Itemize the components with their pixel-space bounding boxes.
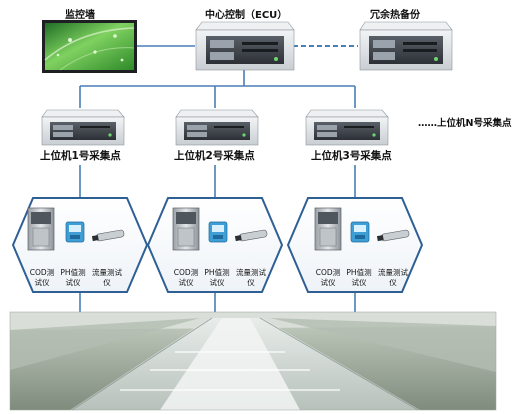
redundant-backup-label: 冗余热备份: [370, 10, 420, 21]
node2-server: [175, 109, 259, 146]
ph-label-2: PH值测试仪: [204, 268, 230, 287]
treatment-plant-photo: [9, 311, 497, 411]
ph-label-3: PH值测试仪: [346, 268, 372, 287]
ph-label-1: PH值测试仪: [60, 268, 86, 287]
node3-server: [305, 109, 389, 146]
ph-meter-2: [208, 221, 228, 243]
center-control-label: 中心控制（ECU）: [205, 10, 288, 21]
flow-label-1: 流量测试仪: [92, 268, 122, 287]
flow-meter-2: [234, 229, 268, 242]
node1-server: [41, 109, 125, 146]
ecu-server: [195, 21, 295, 71]
cod-analyzer-2: [172, 207, 200, 251]
flow-meter-3: [376, 229, 410, 242]
monitor-wall-label: 监控墙: [65, 10, 95, 21]
node2-label: 上位机2号采集点: [174, 150, 255, 162]
cod-analyzer-1: [27, 207, 55, 251]
cod-label-1: COD测试仪: [29, 268, 55, 287]
ph-meter-3: [350, 221, 370, 243]
cod-analyzer-3: [314, 207, 342, 251]
backup-server: [359, 21, 453, 71]
ph-meter-1: [65, 221, 85, 243]
flow-meter-1: [91, 229, 125, 242]
cod-label-3: COD测试仪: [315, 268, 341, 287]
flow-label-2: 流量测试仪: [236, 268, 266, 287]
flow-label-3: 流量测试仪: [378, 268, 408, 287]
node1-label: 上位机1号采集点: [40, 150, 121, 162]
node-n-label: ……上位机N号采集点: [418, 118, 512, 129]
monitor-wall-screen: [42, 20, 137, 73]
node3-label: 上位机3号采集点: [311, 150, 392, 162]
cod-label-2: COD测试仪: [173, 268, 199, 287]
